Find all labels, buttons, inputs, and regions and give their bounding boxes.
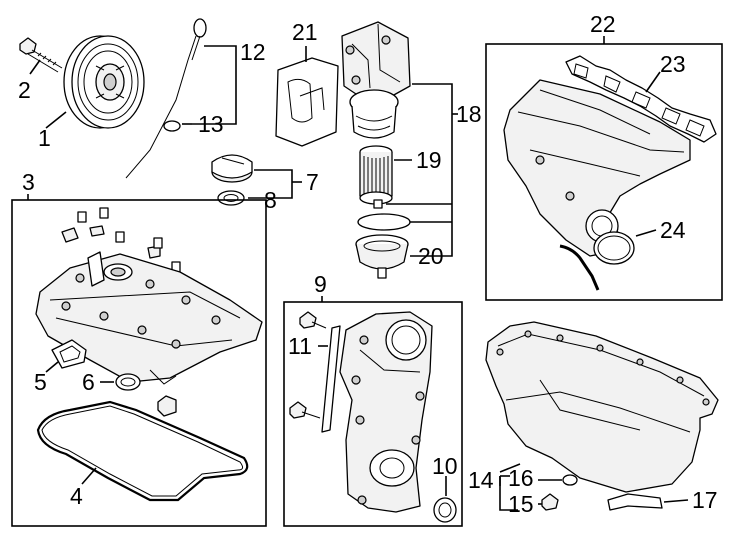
callout-3: 3 [22,169,35,195]
callout-11: 11 [288,333,312,359]
spark-plug-tube-seal [51,339,87,369]
oil-pan-drain-plug-gasket [562,474,578,486]
callout-14: 14 [468,467,494,493]
valve-cover-group-box [11,199,267,527]
callout-numbers: 1 2 3 4 5 6 7 8 9 10 11 12 13 14 15 16 1… [18,11,718,517]
valve-cover [35,251,263,385]
oil-filter-element [359,145,393,205]
callout-8: 8 [264,187,277,213]
callout-10: 10 [432,453,458,479]
callout-18: 18 [456,101,482,127]
pulley-bolt [19,37,63,73]
callout-22: 22 [590,11,616,37]
drain-plug-small [373,199,383,209]
callout-21: 21 [292,19,318,45]
callout-24: 24 [660,217,686,243]
callout-4: 4 [70,483,83,509]
callout-2: 2 [18,77,31,103]
oil-filter-cap [355,234,409,279]
oil-pan-drain-plug [541,493,559,511]
valve-cover-fasteners [61,207,181,273]
intake-manifold-gasket [565,55,717,143]
crank-front-seal [433,497,457,523]
valve-cover-seal-ring [115,373,141,391]
crankshaft-pulley [63,35,145,129]
oil-pan [485,321,719,493]
oil-dipstick [125,18,207,179]
leader-lines [27,36,689,511]
callout-9: 9 [314,271,327,297]
callout-16: 16 [508,465,534,491]
valve-cover-grommet [157,395,177,417]
callout-19: 19 [416,147,442,173]
callout-17: 17 [692,487,718,513]
callout-13: 13 [198,111,224,137]
filter-cap-o-ring [357,213,411,231]
timing-cover-group-box [283,301,463,527]
callout-7: 7 [306,169,319,195]
intake-vacuum-hose [559,244,600,291]
oil-filter-housing [341,21,411,139]
oil-level-sensor-strip [607,493,663,511]
callout-6: 6 [82,369,95,395]
oil-filler-cap [211,154,253,183]
callout-20: 20 [418,243,444,269]
dipstick-o-ring [163,120,181,132]
callout-15: 15 [508,491,534,517]
callout-12: 12 [240,39,266,65]
timing-cover-bolts [289,311,327,419]
oil-filler-gasket [217,190,245,206]
valve-cover-gasket [36,400,249,502]
callout-5: 5 [34,369,47,395]
timing-chain-guide [321,325,341,433]
throttle-body-gasket [593,231,635,265]
callout-1: 1 [38,125,51,151]
callout-23: 23 [660,51,686,77]
timing-cover [339,311,433,513]
oil-filter-housing-gasket [275,57,339,147]
